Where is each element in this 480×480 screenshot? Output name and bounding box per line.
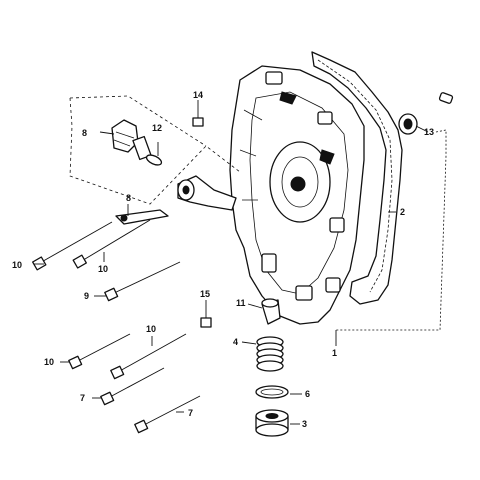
long-bolt-7b — [134, 395, 201, 434]
label-15: 15 — [200, 289, 210, 299]
long-bolt-7a — [100, 367, 165, 406]
o-ring — [145, 154, 163, 166]
callout-labels: 8 12 14 13 2 8 10 10 9 15 11 10 4 1 10 6… — [12, 90, 434, 429]
label-2: 2 — [400, 207, 405, 217]
label-13: 13 — [424, 127, 434, 137]
oil-seal — [398, 113, 418, 135]
label-11: 11 — [236, 298, 246, 308]
dowel-pin — [438, 92, 454, 104]
bolt-15 — [200, 306, 212, 328]
label-10-b: 10 — [98, 264, 108, 274]
label-8-bracket: 8 — [126, 193, 131, 203]
gasket — [311, 51, 403, 305]
label-10-a: 10 — [12, 260, 22, 270]
bracket-bolt — [115, 209, 169, 225]
label-10-d: 10 — [44, 357, 54, 367]
bolt-14 — [192, 106, 204, 127]
oil-filler-cap — [111, 119, 152, 161]
leader-lines — [34, 100, 447, 425]
long-bolt-10b — [72, 219, 151, 269]
label-8-cap: 8 — [82, 128, 87, 138]
long-bolt-10a — [32, 221, 113, 271]
label-3: 3 — [302, 419, 307, 429]
spring — [256, 336, 284, 372]
long-bolt-9 — [104, 261, 181, 302]
label-14: 14 — [193, 90, 203, 100]
long-bolt-10c — [68, 333, 131, 370]
label-6: 6 — [305, 389, 310, 399]
filler-neck — [177, 175, 237, 211]
label-7-a: 7 — [80, 393, 85, 403]
label-10-c: 10 — [146, 324, 156, 334]
label-12: 12 — [152, 123, 162, 133]
long-bolt-10d — [110, 333, 187, 380]
label-1: 1 — [332, 348, 337, 358]
plug-11 — [261, 298, 281, 325]
crankcase-cover — [229, 65, 365, 325]
label-9: 9 — [84, 291, 89, 301]
label-7-b: 7 — [188, 408, 193, 418]
o-ring-6 — [255, 385, 289, 399]
drain-cap — [255, 409, 289, 437]
label-4: 4 — [233, 337, 238, 347]
